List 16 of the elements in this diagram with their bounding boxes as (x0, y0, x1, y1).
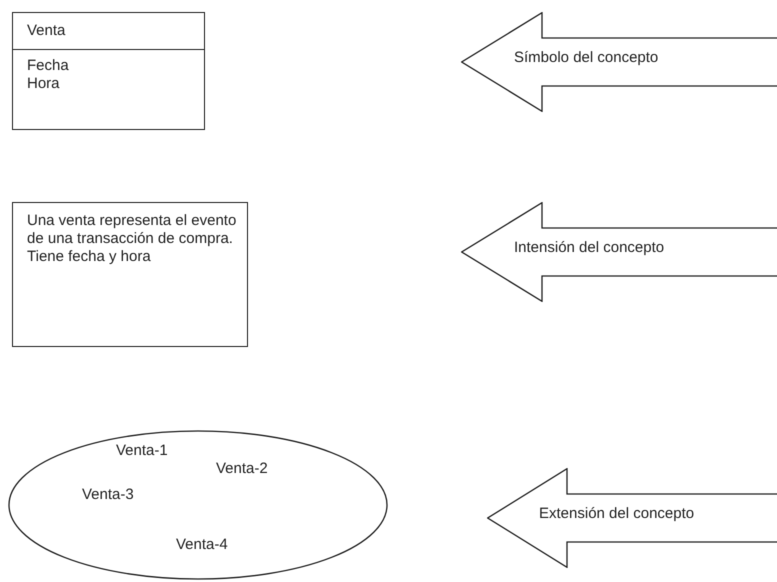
definition-text: Una venta representa el evento de una transacción de compra. Tiene fecha y hora (27, 212, 238, 266)
class-box (12, 12, 205, 130)
instance-label: Venta-1 (116, 442, 168, 460)
instance-label: Venta-2 (216, 460, 268, 478)
class-name: Venta (27, 22, 66, 40)
block-arrow (461, 12, 777, 112)
instance-label: Venta-3 (82, 486, 134, 504)
attribute-list: Fecha Hora (27, 57, 77, 93)
arrow-label: Símbolo del concepto (514, 49, 658, 67)
arrow-label: Extensión del concepto (539, 505, 694, 523)
block-arrow (461, 202, 777, 302)
block-arrow (487, 468, 777, 568)
definition-box (12, 202, 248, 347)
instance-label: Venta-4 (176, 536, 228, 554)
arrow-label: Intensión del concepto (514, 239, 664, 257)
instance-ellipse (8, 430, 388, 580)
